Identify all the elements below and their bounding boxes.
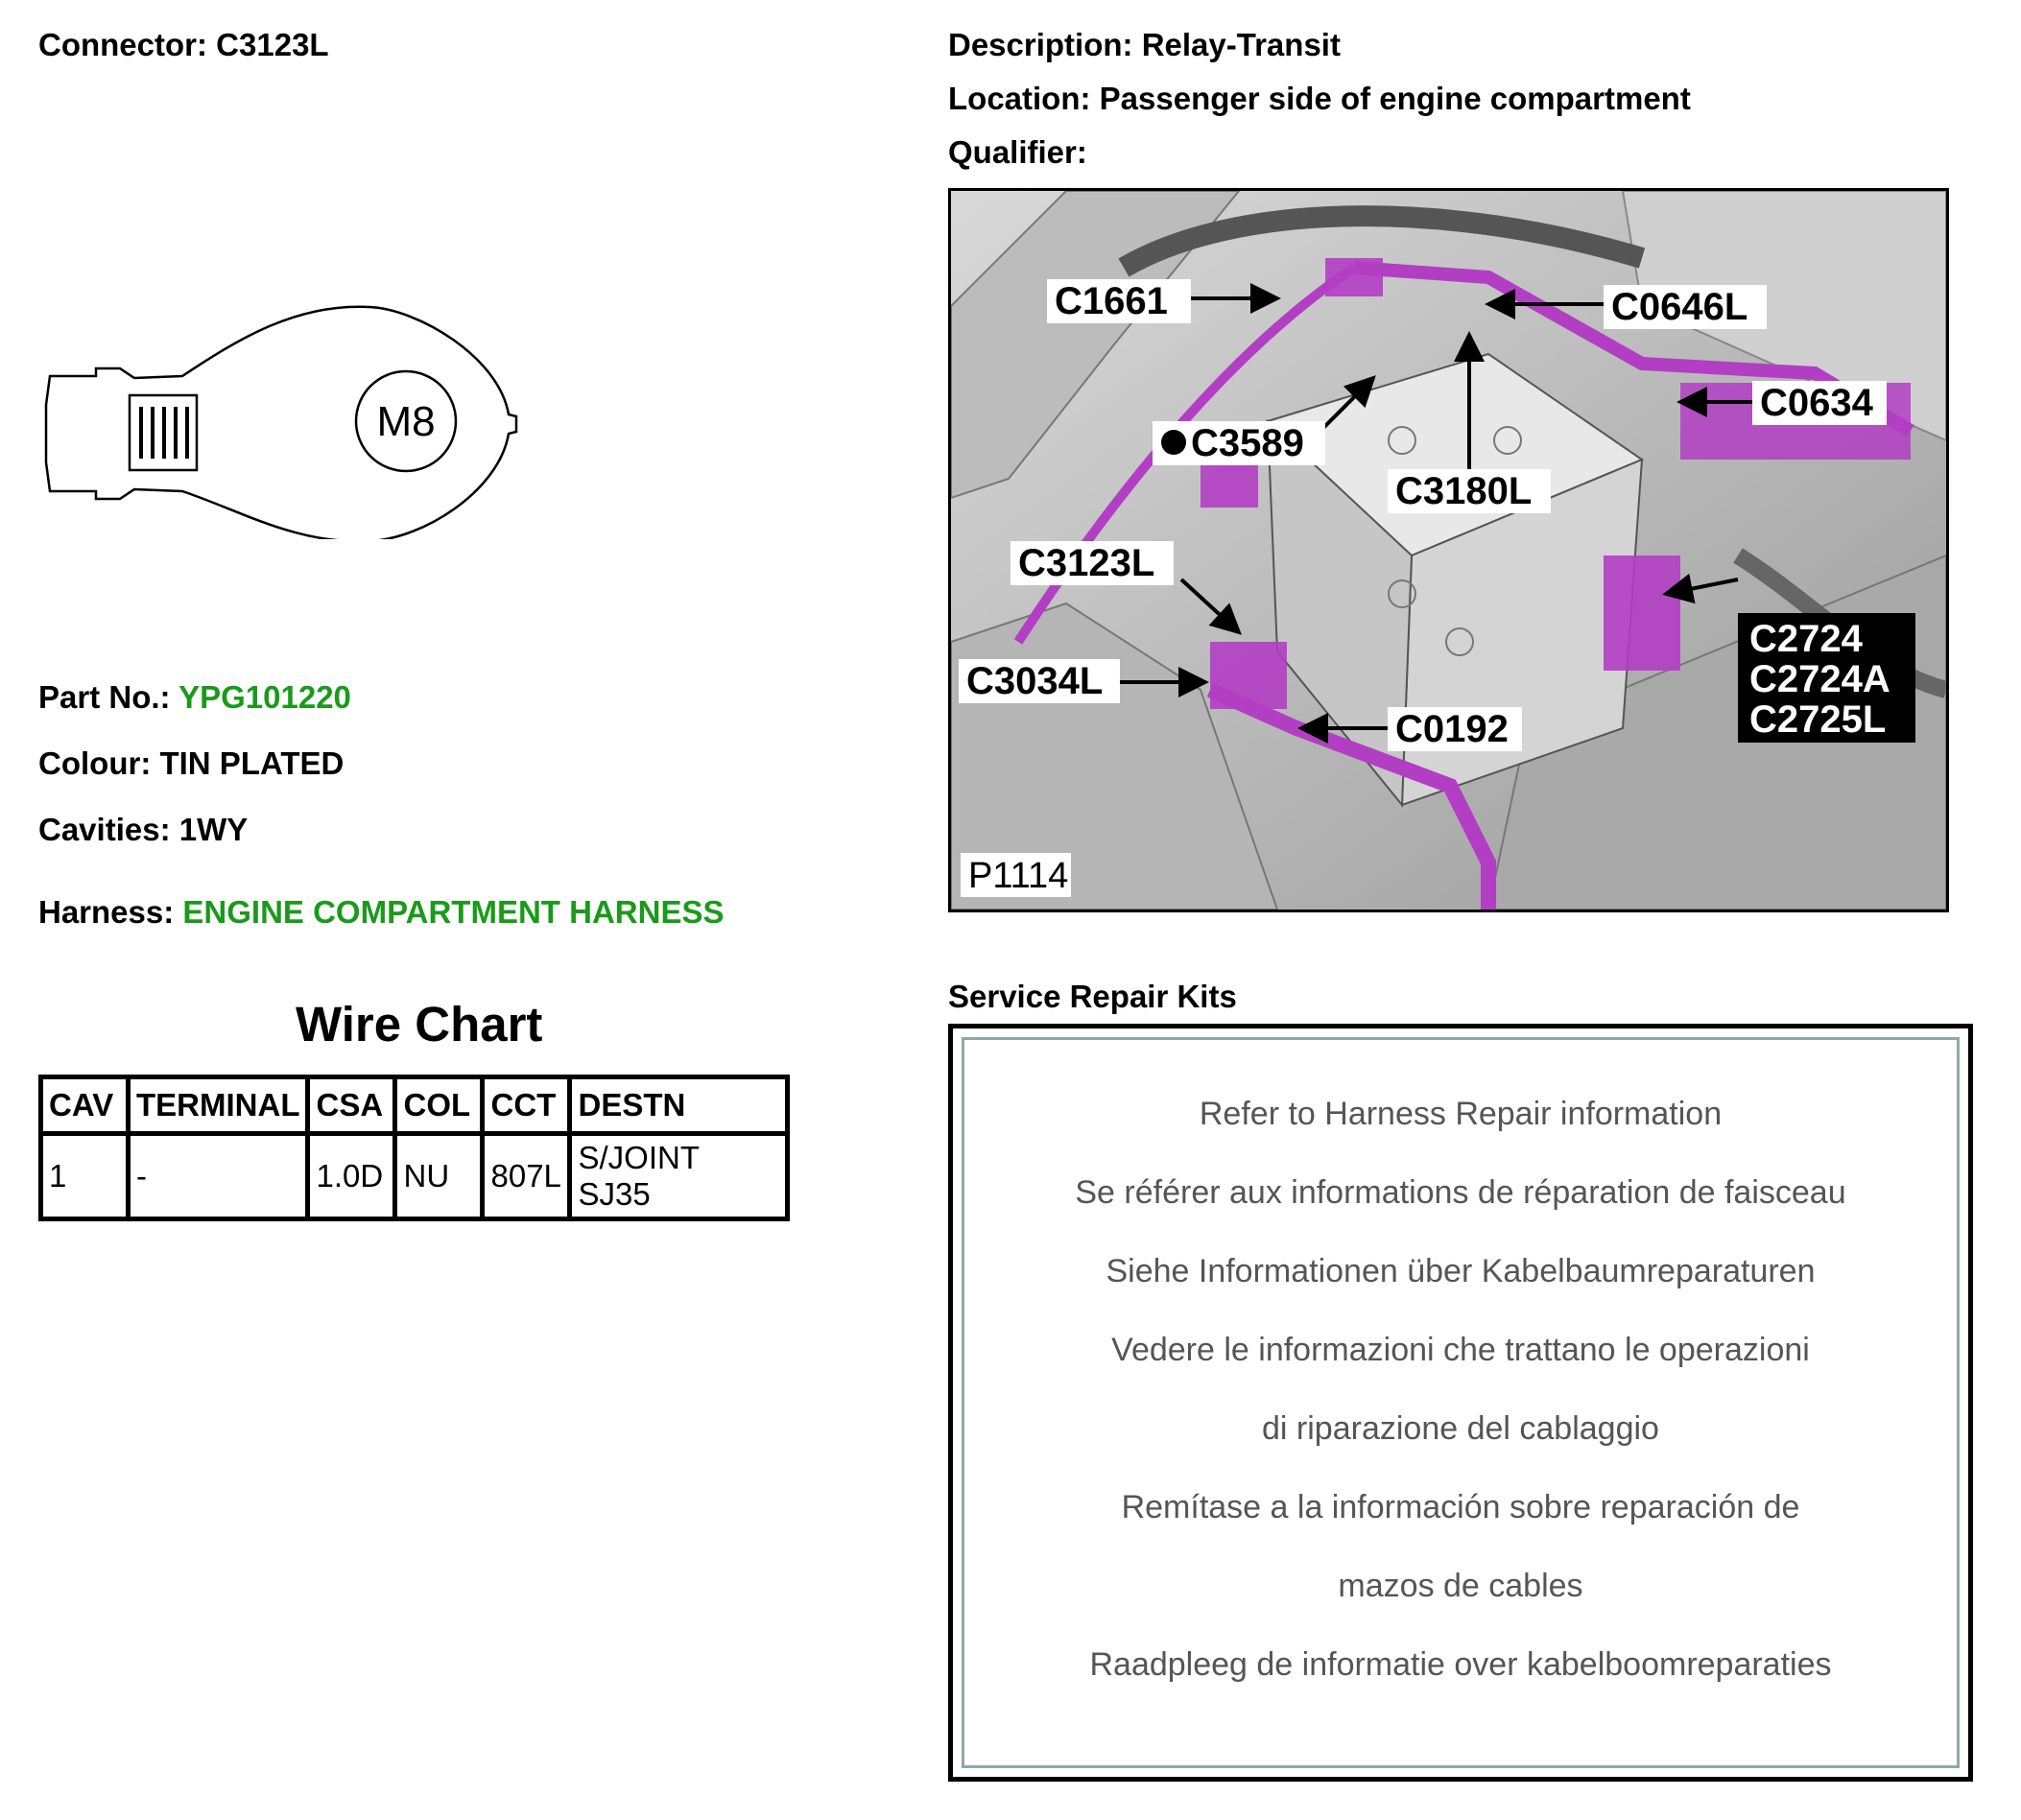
cell-cct: 807L (480, 1131, 573, 1221)
stud-size-label: M8 (376, 398, 435, 445)
cell-destn: S/JOINT SJ35 (567, 1131, 791, 1221)
engine-compartment-illustration: C1661 C0646L C0634 C3589 C3180L C3123L C… (951, 191, 1946, 910)
bullet-icon (1161, 430, 1186, 455)
connector-heading: Connector: C3123L (38, 27, 329, 63)
callout-c3034l: C3034L (966, 660, 1103, 702)
table-row: 1 - 1.0D NU 807L S/JOINT SJ35 (38, 1131, 791, 1221)
kits-line: Remítase a la información sobre reparaci… (1121, 1489, 1800, 1525)
cell-terminal: - (125, 1131, 311, 1221)
callout-c3589: C3589 (1191, 422, 1304, 464)
wire-chart-table: CAV TERMINAL CSA COL CCT DESTN 1 - 1.0D … (38, 1075, 791, 1221)
description-label: Description: (948, 27, 1133, 62)
ring-terminal-drawing: M8 (44, 305, 518, 539)
location-label: Location: (948, 81, 1091, 116)
wire-chart-header-row: CAV TERMINAL CSA COL CCT DESTN (38, 1075, 791, 1136)
cavities-value: 1WY (178, 812, 249, 847)
colour-value: TIN PLATED (159, 745, 345, 781)
kits-line: Siehe Informationen über Kabelbaumrepara… (1106, 1253, 1816, 1289)
callout-c2724: C2724 (1749, 618, 1864, 660)
col-destn: DESTN (567, 1075, 791, 1136)
qualifier-label: Qualifier: (948, 134, 1087, 170)
part-number-label: Part No.: (38, 679, 171, 715)
connector-value: C3123L (216, 27, 329, 62)
description: Description: Relay-Transit (948, 27, 1341, 63)
kits-line: Vedere le informazioni che trattano le o… (1111, 1332, 1810, 1368)
description-value: Relay-Transit (1141, 27, 1341, 62)
wire-chart-title: Wire Chart (296, 997, 543, 1052)
callout-c2725l: C2725L (1749, 698, 1886, 741)
kits-line: Raadpleeg de informatie over kabelboomre… (1089, 1646, 1832, 1683)
callout-c0192: C0192 (1395, 708, 1509, 750)
callout-c0646l: C0646L (1611, 286, 1748, 328)
figure-id: P1114 (968, 856, 1068, 896)
part-number: Part No.: YPG101220 (38, 679, 351, 716)
service-repair-kits-inner: Refer to Harness Repair information Se r… (962, 1037, 1960, 1768)
col-cct: CCT (480, 1075, 573, 1136)
callout-c0634: C0634 (1760, 382, 1874, 424)
cavities-label: Cavities: (38, 812, 171, 847)
colour: Colour: TIN PLATED (38, 745, 344, 782)
harness: Harness: ENGINE COMPARTMENT HARNESS (38, 894, 724, 931)
location-photo: C1661 C0646L C0634 C3589 C3180L C3123L C… (948, 188, 1949, 912)
col-terminal: TERMINAL (125, 1075, 311, 1136)
location: Location: Passenger side of engine compa… (948, 81, 1691, 117)
kits-line: Refer to Harness Repair information (1199, 1096, 1723, 1132)
callout-c1661: C1661 (1055, 280, 1168, 322)
part-number-value: YPG101220 (178, 679, 351, 715)
service-repair-kits-box: Refer to Harness Repair information Se r… (948, 1024, 1973, 1782)
cavities: Cavities: 1WY (38, 812, 248, 848)
callout-c3180l: C3180L (1395, 470, 1532, 512)
stud-hole (354, 369, 458, 473)
harness-label: Harness: (38, 894, 175, 930)
connector-label: Connector: (38, 27, 207, 62)
kits-line: Se référer aux informations de réparatio… (1075, 1174, 1846, 1211)
service-repair-kits-title: Service Repair Kits (948, 979, 1237, 1014)
kits-line: mazos de cables (1338, 1568, 1583, 1604)
location-value: Passenger side of engine compartment (1099, 81, 1691, 116)
qualifier: Qualifier: (948, 134, 1087, 171)
col-cav: CAV (38, 1075, 131, 1136)
cell-cav: 1 (38, 1131, 131, 1221)
callout-c2724a: C2724A (1749, 658, 1890, 700)
callout-c3123l: C3123L (1018, 542, 1154, 584)
col-csa: CSA (305, 1075, 398, 1136)
col-col: COL (392, 1075, 486, 1136)
cell-col: NU (392, 1131, 486, 1221)
cell-csa: 1.0D (305, 1131, 398, 1221)
colour-label: Colour: (38, 745, 152, 781)
kits-line: di riparazione del cablaggio (1262, 1410, 1659, 1447)
harness-value: ENGINE COMPARTMENT HARNESS (182, 894, 725, 930)
